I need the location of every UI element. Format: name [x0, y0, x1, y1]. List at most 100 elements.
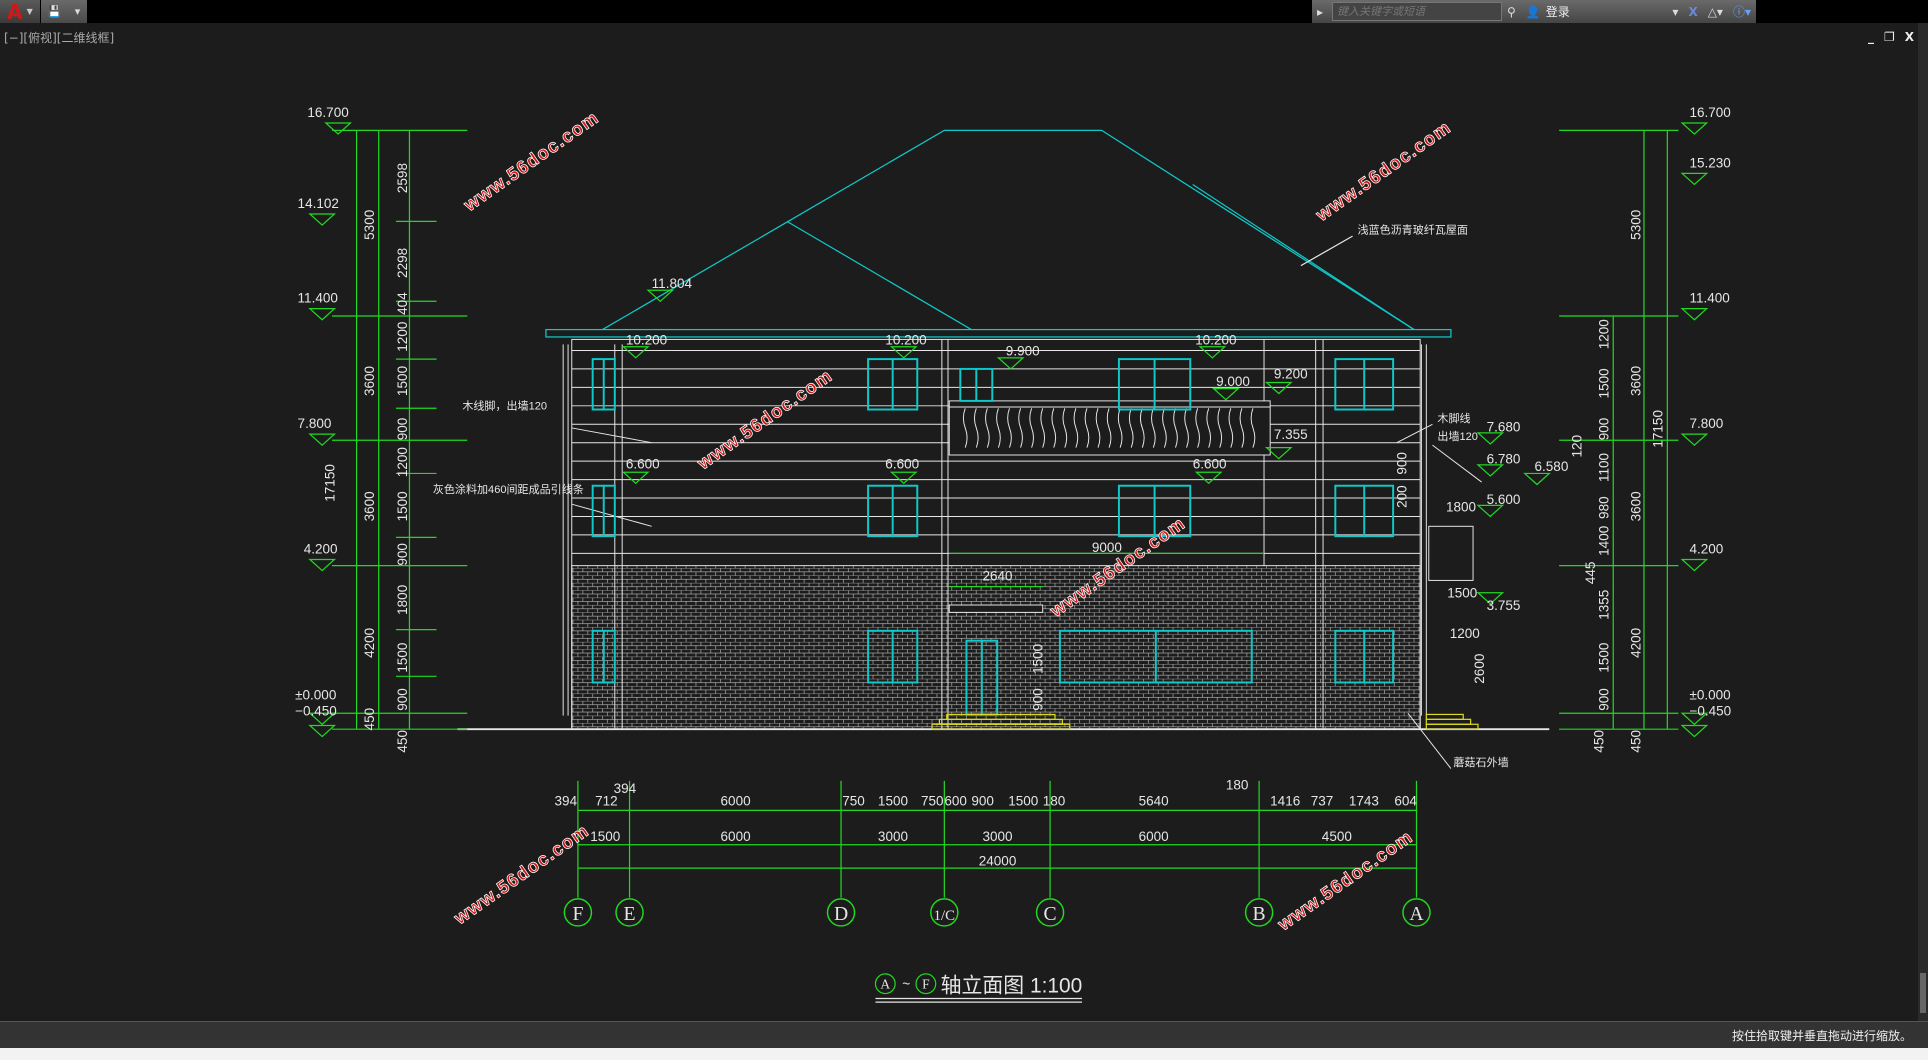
- restore-button[interactable]: ❐: [1883, 30, 1895, 44]
- left-dims-mid-label: 450: [362, 708, 377, 731]
- building-labels-label: 9000: [1092, 540, 1122, 555]
- annotations-label: 浅蓝色沥青玻纤瓦屋面: [1357, 223, 1467, 237]
- window: [867, 358, 919, 411]
- right-dims-outer-label: 17150: [1650, 410, 1665, 448]
- axis-bubble: D: [826, 898, 856, 927]
- right-dims-inner-label: 1355: [1596, 590, 1611, 620]
- side-labels-label: 6.780: [1487, 452, 1521, 467]
- right-elevations-label: −0.450: [1689, 704, 1731, 719]
- right-dims-inner-label: 1200: [1596, 319, 1611, 349]
- bottom-strip: [0, 1048, 1928, 1060]
- application-menu-button[interactable]: A▼: [0, 0, 40, 23]
- expand-arrow-icon[interactable]: ▸: [1317, 4, 1324, 19]
- vertical-scrollbar[interactable]: [1918, 23, 1928, 1021]
- right-dims-inner-label: 1500: [1596, 643, 1611, 673]
- left-elevations-label: 7.800: [298, 416, 332, 431]
- building-labels-label: 6.600: [626, 457, 660, 472]
- left-elevations-label: 4.200: [304, 541, 338, 556]
- save-icon[interactable]: 💾: [47, 5, 62, 18]
- right-elevations-label: ±0.000: [1689, 688, 1730, 703]
- building-labels-label: 1500: [1031, 644, 1046, 674]
- left-dims-inner-label: 404: [395, 292, 410, 315]
- title-text: 轴立面图 1:100: [941, 974, 1083, 997]
- window: [867, 484, 919, 538]
- bottom-row1-label: 1743: [1349, 793, 1379, 808]
- left-dims-inner-label: 1800: [395, 585, 410, 615]
- bottom-row1-label: 600: [944, 793, 967, 808]
- left-elevations-label: −0.450: [295, 704, 337, 719]
- login-button[interactable]: 登录: [1545, 5, 1570, 19]
- left-dims-outer-label: 17150: [322, 464, 337, 502]
- search-input[interactable]: [1332, 2, 1503, 21]
- right-dims-mid-label: 4200: [1628, 628, 1643, 658]
- bottom-total-label: 24000: [979, 854, 1017, 869]
- building-labels-label: 10.200: [1195, 332, 1236, 347]
- scrollbar-thumb[interactable]: [1920, 973, 1926, 1013]
- right-elevations-label: 7.800: [1689, 416, 1723, 431]
- axis-label: F: [572, 903, 583, 925]
- infocenter-bar: ▸ ⚲ 👤 登录 ▾ X △▾ ⓘ▾: [1312, 0, 1756, 23]
- axis-bubble: F: [563, 898, 593, 927]
- quick-access-toolbar[interactable]: 💾▾: [41, 0, 87, 23]
- close-button[interactable]: X: [1904, 30, 1914, 44]
- left-dims-inner-label: 1200: [395, 447, 410, 477]
- building-labels-label: 7.355: [1274, 427, 1308, 442]
- left-elevations-label: ±0.000: [295, 688, 336, 703]
- left-dims-inner-label: 2298: [395, 248, 410, 278]
- window: [1058, 629, 1253, 684]
- window: [867, 629, 919, 684]
- window-controls: _ ❐ X: [1868, 30, 1914, 44]
- bottom-row1-label: 394: [555, 793, 578, 808]
- building-facade: [457, 338, 1550, 769]
- building-labels-label: 9.900: [1006, 343, 1040, 358]
- right-elevations-label: 16.700: [1689, 105, 1730, 120]
- right-dims-mid-label: 5300: [1628, 210, 1643, 240]
- help-icon[interactable]: ⓘ▾: [1732, 5, 1751, 19]
- bottom-row1-label: 394: [614, 781, 637, 796]
- watermark: www.56doc.com: [692, 365, 836, 474]
- side-labels-label: 7.680: [1487, 420, 1521, 435]
- viewport-controls-label[interactable]: [−][俯视][二维线框]: [4, 31, 115, 45]
- axis-label: A: [1409, 903, 1424, 925]
- bottom-row2-label: 3000: [982, 829, 1012, 844]
- minimize-button[interactable]: _: [1867, 30, 1874, 44]
- annotations-label: 木脚线: [1437, 411, 1470, 425]
- bottom-row2-label: 6000: [1139, 829, 1169, 844]
- bottom-row2-label: 3000: [878, 829, 908, 844]
- bottom-row1-label: 6000: [721, 793, 751, 808]
- title-axis-from: A: [880, 977, 890, 992]
- annotations-label: 蘑菇石外墙: [1453, 755, 1508, 769]
- bottom-row1-label: 737: [1311, 793, 1334, 808]
- chevron-down-icon[interactable]: ▾: [74, 5, 81, 18]
- left-dims-inner-label: 900: [395, 543, 410, 566]
- left-elevations-label: 14.102: [298, 196, 339, 211]
- axis-label: E: [624, 903, 636, 925]
- building-labels-label: 9.200: [1274, 367, 1308, 382]
- roof: [545, 129, 1452, 338]
- annotations-label: 出墙120: [1437, 429, 1478, 443]
- bottom-row1-label: 712: [595, 793, 618, 808]
- axis-bubble: B: [1244, 898, 1274, 927]
- left-dims-inner-label: 900: [395, 418, 410, 441]
- bottom-row2-label: 1500: [590, 829, 620, 844]
- left-elevations-label: 11.400: [298, 291, 338, 306]
- bottom-row1-label: 604: [1394, 793, 1417, 808]
- a360-icon[interactable]: △▾: [1707, 4, 1723, 19]
- bottom-row1-label: 180: [1043, 793, 1066, 808]
- binoculars-icon[interactable]: ⚲: [1507, 4, 1516, 19]
- right-dims-inner-label: 1500: [1596, 368, 1611, 398]
- building-labels-label: 10.200: [626, 332, 667, 347]
- window: [591, 484, 616, 538]
- bottom-row1-label: 180: [1226, 777, 1249, 792]
- right-elevations-label: 11.400: [1689, 291, 1729, 306]
- axis-label: D: [834, 903, 848, 925]
- side-labels-label: 900: [1395, 452, 1410, 475]
- window: [1334, 484, 1395, 538]
- right-dims-inner-label: 900: [1596, 418, 1611, 441]
- autocad-logo-icon: A: [7, 0, 23, 24]
- chevron-down-icon[interactable]: ▾: [1672, 4, 1679, 19]
- exchange-icon[interactable]: X: [1688, 4, 1698, 19]
- left-dims-inner-label: 1200: [395, 322, 410, 352]
- side-labels-label: 1200: [1450, 626, 1480, 641]
